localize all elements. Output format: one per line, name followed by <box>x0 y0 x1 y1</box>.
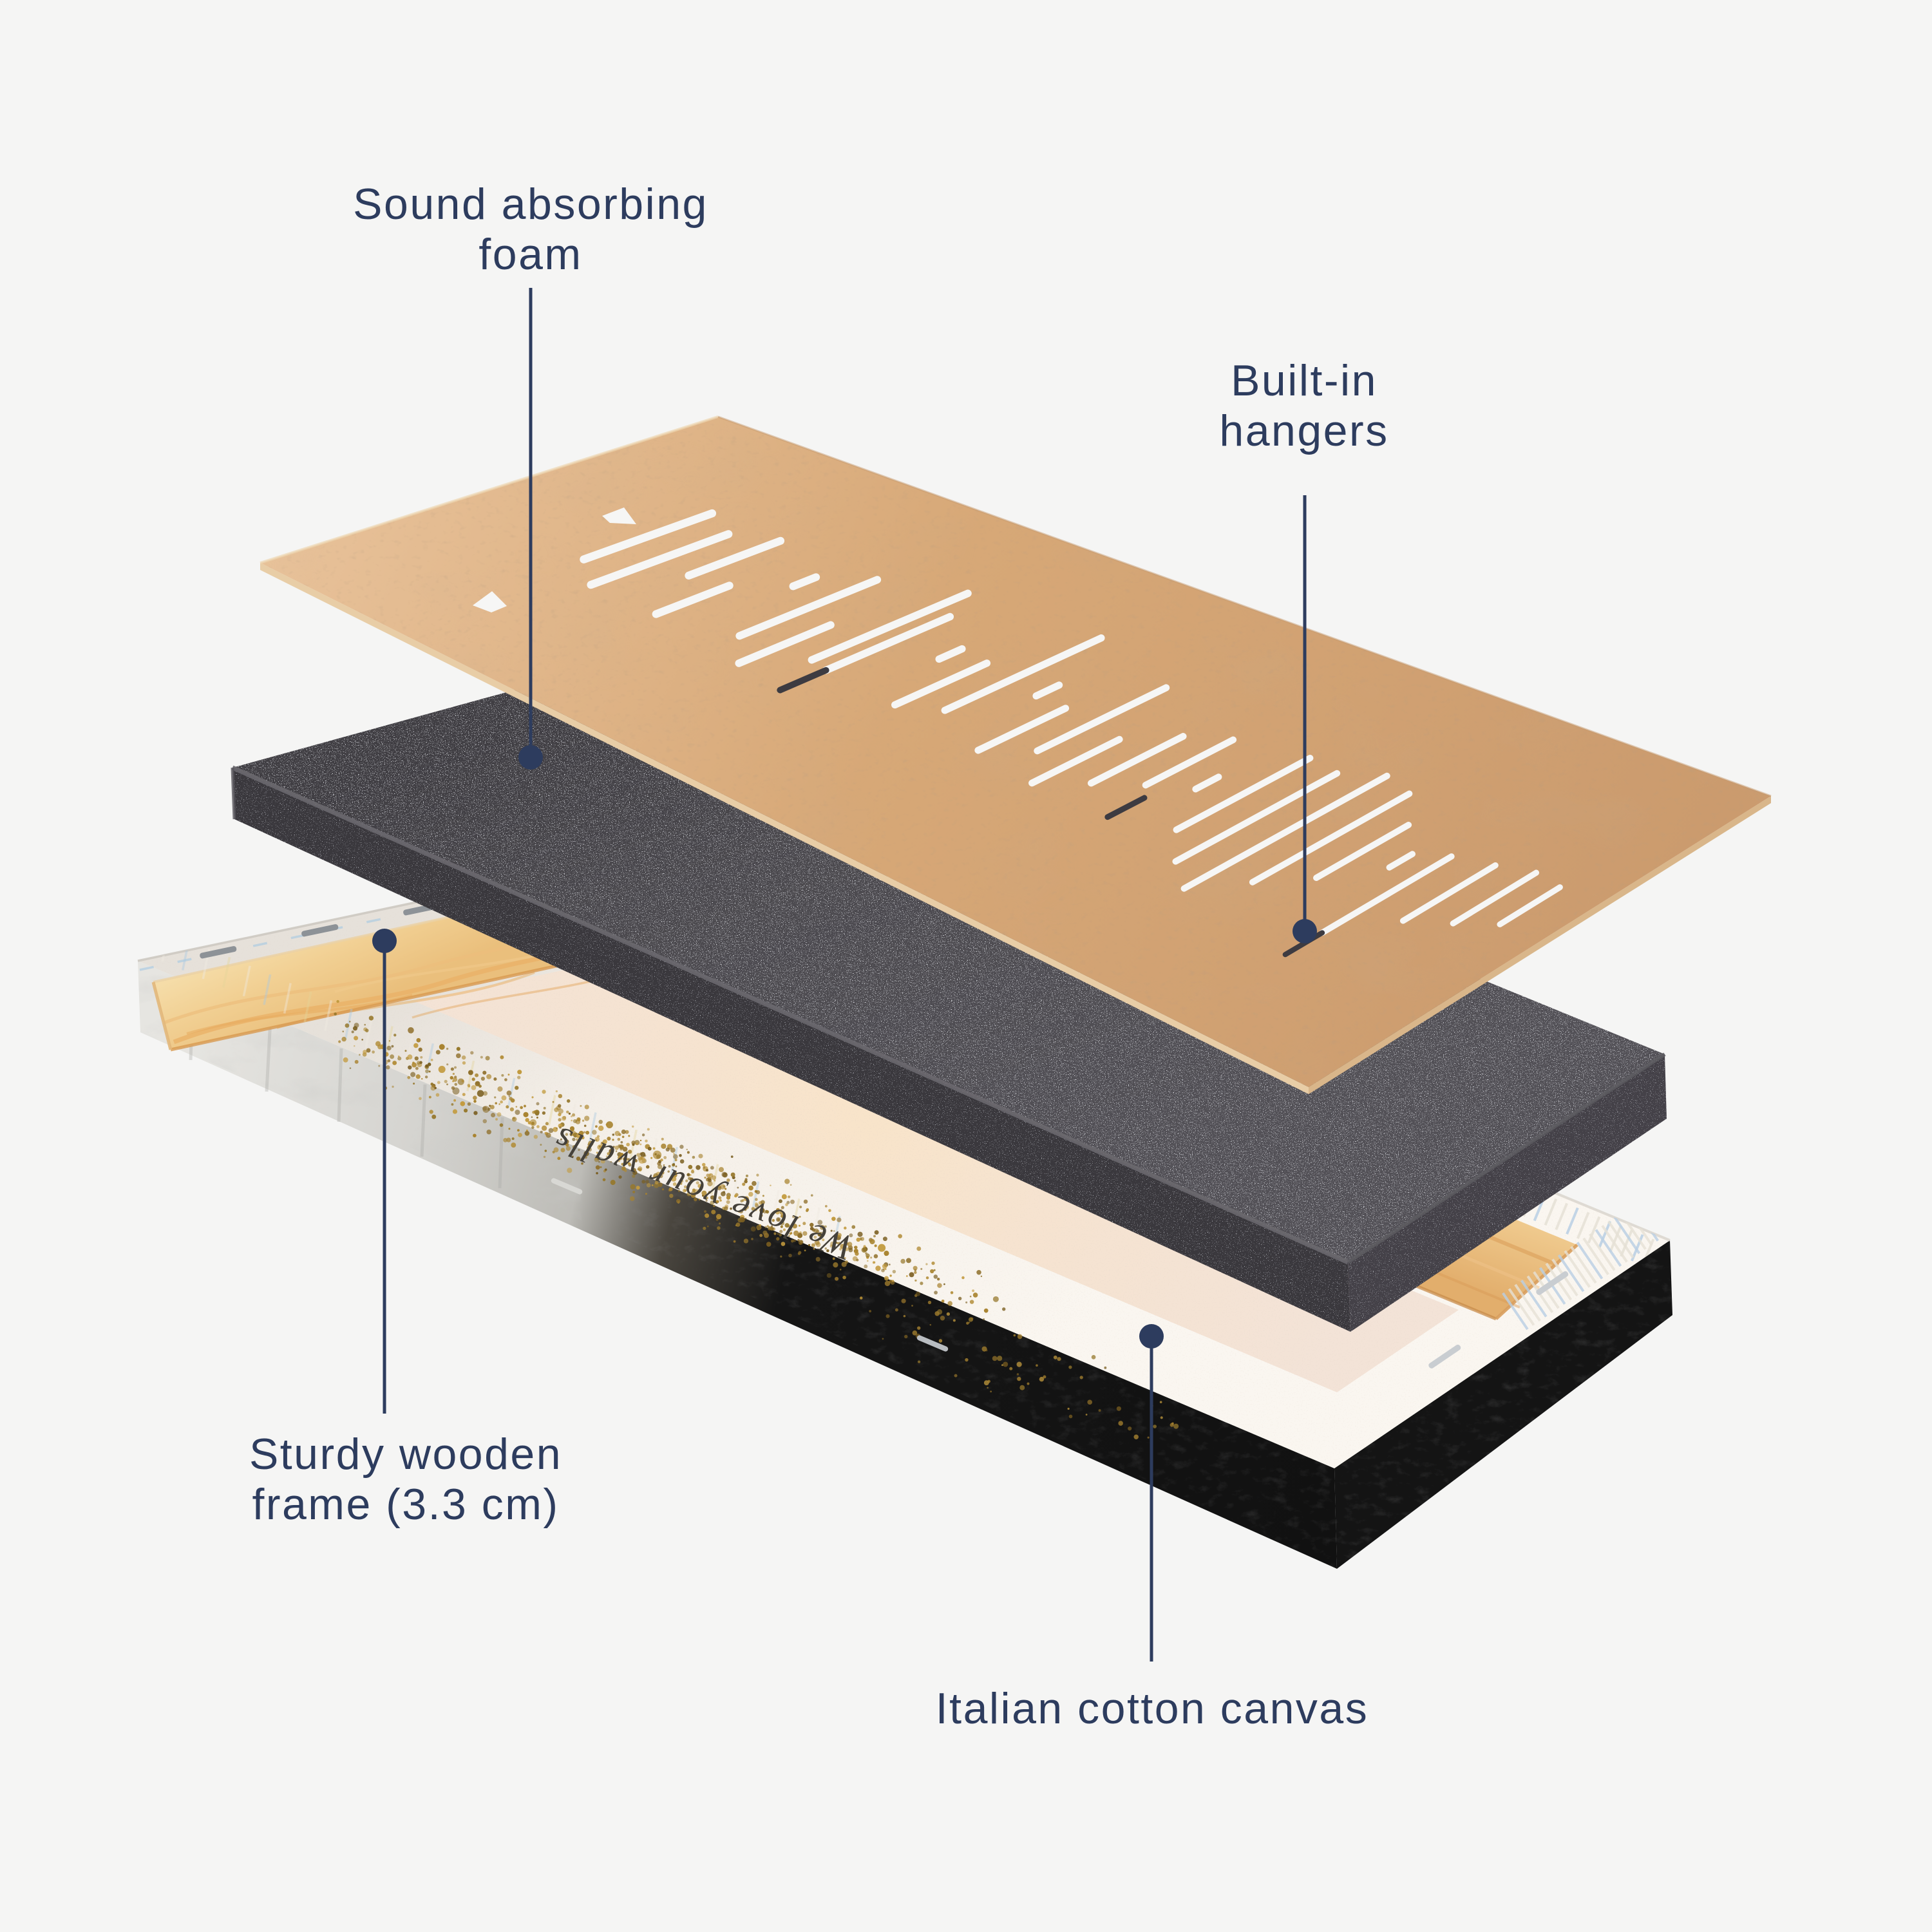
soundwave-slot <box>808 589 972 664</box>
label-frame: Sturdy wooden frame (3.3 cm) <box>249 929 562 1529</box>
soundwave-slot <box>1104 795 1148 820</box>
label-canvas: Italian cotton canvas <box>936 1324 1368 1733</box>
soundwave-slot <box>587 530 733 589</box>
soundwave-slot <box>789 573 820 591</box>
label-foam: Sound absorbing foam <box>353 180 708 770</box>
hanger-board-layer <box>260 415 1772 1094</box>
leader-dot-foam <box>518 745 543 770</box>
soundwave-slot <box>1313 822 1412 881</box>
soundwave-slot <box>974 705 1070 754</box>
soundwave-slot <box>1450 869 1540 927</box>
soundwave-slot <box>1386 851 1416 871</box>
soundwave-slot <box>777 667 829 694</box>
soundwave-slot <box>941 634 1105 714</box>
soundwave-slot <box>1172 770 1341 865</box>
soundwave-slot <box>735 621 835 667</box>
label-foam-line1: Sound absorbing <box>353 180 708 229</box>
label-hangers-line1: Built-in <box>1231 356 1378 405</box>
soundwave-slot <box>1319 853 1455 936</box>
soundwave-slot <box>1399 862 1499 924</box>
foam-layer <box>231 647 1667 1332</box>
triangle-cutout <box>602 507 636 524</box>
soundwave-slot <box>822 612 954 674</box>
soundwave-slot <box>1173 755 1314 833</box>
soundwave-slot <box>1032 681 1063 700</box>
soundwave-slot <box>1034 684 1170 755</box>
soundwave-slot <box>1087 733 1187 787</box>
soundwave-slot <box>1180 772 1390 892</box>
soundwave-slot <box>1028 735 1123 787</box>
label-frame-line1: Sturdy wooden <box>249 1430 562 1479</box>
board-edge-left <box>260 563 1309 1094</box>
soundwave-slot <box>1249 790 1413 886</box>
soundwave-slots <box>473 507 1563 958</box>
label-hangers-line2: hangers <box>1219 406 1388 455</box>
soundwave-slot <box>735 576 882 640</box>
soundwave-slot <box>1142 736 1237 789</box>
leader-dot-hangers <box>1293 919 1317 943</box>
label-foam-line2: foam <box>478 230 582 279</box>
soundwave-slot <box>1282 930 1325 958</box>
soundwave-slot <box>1497 884 1563 927</box>
soundwave-slot <box>935 645 966 663</box>
triangle-cutout <box>473 591 507 612</box>
soundwave-slot <box>652 582 734 618</box>
soundwave-slot <box>685 536 785 580</box>
soundwave-slot <box>1192 773 1222 793</box>
board-edge-right <box>1309 796 1771 1094</box>
soundwave-slot <box>891 659 991 709</box>
label-frame-line2: frame (3.3 cm) <box>252 1480 559 1529</box>
soundwave-slot <box>580 509 717 564</box>
label-hangers: Built-in hangers <box>1219 356 1388 943</box>
label-canvas-line1: Italian cotton canvas <box>936 1684 1368 1733</box>
annotations: Sound absorbing foam Built-in hangers St… <box>249 180 1388 1733</box>
